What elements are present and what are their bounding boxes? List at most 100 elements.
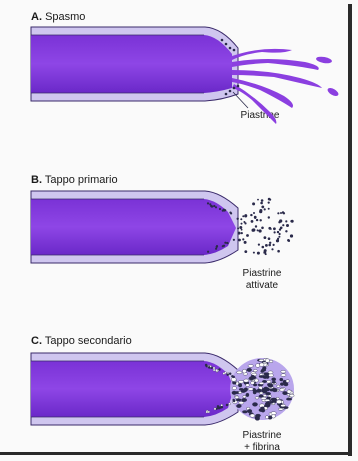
fibrin-platelet [235, 396, 239, 399]
activated-platelet [240, 218, 242, 220]
fibrin-platelet [290, 394, 294, 397]
lining-platelet [218, 368, 220, 370]
lining-platelet [233, 376, 235, 378]
fibrin-platelet [232, 387, 236, 390]
lining-platelet [215, 369, 217, 371]
activated-platelet [251, 220, 254, 223]
fibrin-platelet [273, 398, 276, 401]
activated-platelet [260, 202, 263, 205]
activated-platelet [244, 215, 247, 218]
fibrin-platelet [272, 388, 277, 391]
activated-platelet [252, 202, 255, 205]
fibrin-platelet [246, 393, 249, 397]
activated-platelet [286, 224, 289, 227]
fibrin-platelet [250, 414, 255, 417]
activated-platelet [259, 229, 262, 232]
activated-platelet [273, 227, 276, 230]
activated-platelet [237, 227, 239, 229]
lining-platelet [228, 403, 230, 405]
activated-platelet [252, 228, 255, 231]
activated-platelet [254, 216, 257, 219]
activated-platelet [276, 239, 279, 242]
activated-platelet [257, 252, 260, 255]
fibrin-platelet [261, 407, 265, 410]
adherent-platelet [222, 245, 224, 247]
fibrin-platelet [238, 384, 242, 388]
activated-platelet [278, 236, 280, 238]
fibrin-platelet [287, 390, 291, 393]
fibrin-platelet [265, 399, 270, 401]
adherent-platelet [215, 248, 217, 250]
fibrin-platelet [271, 412, 276, 415]
fibrin-platelet [277, 385, 280, 387]
vessel-c [31, 353, 238, 425]
activated-platelet [237, 218, 239, 220]
fibrin-platelet [232, 391, 237, 395]
lining-platelet [223, 372, 225, 374]
activated-platelet [253, 252, 255, 254]
fibrin-platelet [272, 378, 276, 381]
lining-platelet [218, 407, 220, 409]
fibrin-platelet [284, 383, 288, 386]
fibrin-platelet [281, 370, 286, 373]
fibrin-platelet [276, 400, 281, 404]
activated-platelet [239, 226, 242, 229]
activated-platelet [255, 225, 257, 227]
adherent-platelet [219, 208, 221, 210]
fibrin-platelet [265, 359, 269, 363]
fibrin-platelet [248, 388, 253, 391]
activated-platelet [265, 244, 268, 247]
activated-platelet [264, 249, 267, 252]
fibrin-platelet [265, 402, 270, 406]
fibrin-platelet [242, 411, 247, 414]
fibrin-platelet [263, 394, 267, 396]
activated-platelet [290, 234, 293, 237]
activated-platelet [288, 239, 290, 241]
lining-platelet [226, 404, 228, 406]
fibrin-platelet [255, 390, 260, 393]
activated-platelet [282, 224, 284, 226]
activated-platelet [246, 234, 249, 237]
activated-platelet [244, 250, 247, 253]
activated-platelet [259, 209, 262, 212]
activated-platelet [258, 244, 260, 246]
lining-platelet [227, 374, 229, 376]
fibrin-platelet [239, 380, 244, 383]
fibrin-platelet [259, 382, 264, 384]
fibrin-platelet [253, 369, 257, 371]
adherent-platelet [224, 242, 226, 244]
activated-platelet [241, 229, 243, 231]
activated-platelet [280, 227, 283, 230]
fibrin-platelet [255, 414, 260, 417]
adherent-platelet [223, 209, 225, 211]
activated-platelet [261, 227, 264, 230]
fibrin-platelet [244, 389, 247, 392]
activated-platelet [268, 227, 271, 230]
activated-platelet [274, 231, 276, 233]
fibrin-platelet [267, 383, 272, 386]
activated-platelet [257, 229, 259, 231]
fibrin-platelet [259, 375, 264, 377]
activated-platelet [268, 216, 270, 218]
activated-platelet [257, 199, 259, 201]
activated-platelet [268, 198, 271, 201]
activated-platelet [268, 208, 270, 210]
fibrin-platelet [248, 365, 253, 368]
fibrin-platelet [252, 403, 257, 407]
activated-platelet [241, 232, 243, 234]
adherent-platelet [209, 203, 211, 205]
lining-platelet [214, 408, 216, 410]
fibrin-platelet [286, 380, 289, 383]
activated-platelet [244, 222, 246, 224]
activated-platelet [273, 244, 275, 246]
fibrin-platelet [280, 383, 284, 386]
activated-platelet [277, 231, 279, 233]
fibrin-platelet [236, 404, 241, 407]
fibrin-platelet [241, 398, 246, 401]
fibrin-platelet [255, 397, 259, 399]
frame-border-right [348, 4, 352, 456]
adherent-platelet [216, 245, 218, 247]
activated-platelet [261, 206, 264, 209]
fibrin-platelet [266, 375, 269, 378]
